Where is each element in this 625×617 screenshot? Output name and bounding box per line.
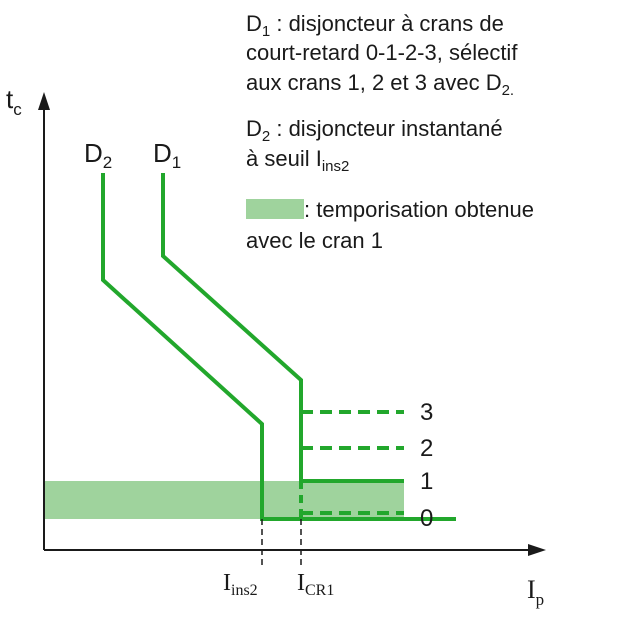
d2-curve xyxy=(101,173,456,521)
legend-d1-line2: court-retard 0-1-2-3, sélectif xyxy=(246,40,518,65)
d2-label: D2 xyxy=(84,138,112,172)
step-3-label: 3 xyxy=(420,399,433,426)
legend-band-line1: : temporisation obtenue xyxy=(304,197,534,222)
y-axis-arrow xyxy=(38,92,50,110)
d1-curve xyxy=(161,173,404,483)
legend-d2-line2: à seuil Iins2 xyxy=(246,146,349,175)
step-2-label: 2 xyxy=(420,435,433,462)
d1-label: D1 xyxy=(153,138,181,172)
legend-d1-line3: aux crans 1, 2 et 3 avec D2. xyxy=(246,70,514,99)
legend: D1 : disjoncteur à crans de court-retard… xyxy=(246,11,534,253)
x-axis-label: Ip xyxy=(527,575,544,609)
legend-band-swatch xyxy=(246,199,304,219)
step-1-label: 1 xyxy=(420,468,433,495)
x-axis-arrow xyxy=(528,544,546,556)
ins2-marker-label: Iins2 xyxy=(223,570,258,599)
cr1-marker-label: ICR1 xyxy=(297,570,334,599)
legend-d1-line1: D1 : disjoncteur à crans de xyxy=(246,11,504,40)
step-0-label: 0 xyxy=(420,505,433,532)
legend-d2-line1: D2 : disjoncteur instantané xyxy=(246,116,503,145)
y-axis-label: tc xyxy=(6,84,22,119)
legend-band-line2: avec le cran 1 xyxy=(246,228,383,253)
